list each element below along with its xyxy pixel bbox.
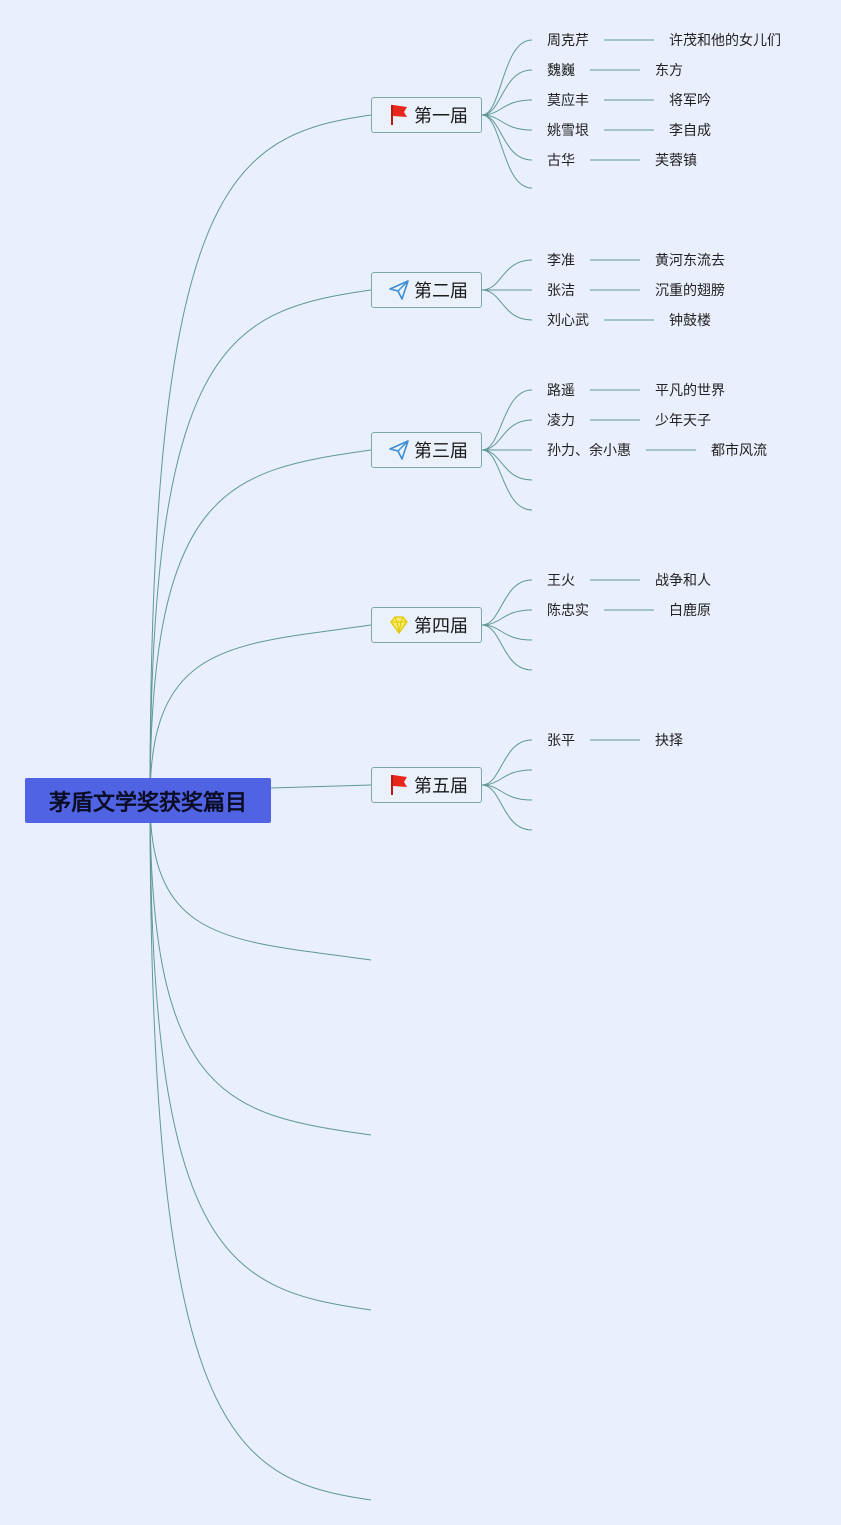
author-label[interactable]: 陈忠实 (547, 603, 589, 619)
root-to-empty-branch-connector (149, 799, 372, 1501)
branch-to-leaf-connector (481, 769, 533, 786)
branch-label: 第三届 (414, 441, 468, 462)
branch-label: 第四届 (414, 616, 468, 637)
work-label[interactable]: 黄河东流去 (655, 253, 725, 269)
branch-to-leaf-connector (481, 624, 533, 641)
work-label[interactable]: 李自成 (669, 123, 711, 139)
red-flag-icon (388, 774, 410, 796)
work-label[interactable]: 平凡的世界 (655, 383, 725, 399)
branch-node-3[interactable]: 第三届 (371, 432, 482, 468)
branch-to-leaf-connector (481, 114, 533, 131)
branch-to-leaf-connector (481, 69, 533, 116)
branch-to-leaf-connector (481, 259, 533, 291)
branch-to-leaf-connector (481, 579, 533, 626)
work-label[interactable]: 许茂和他的女儿们 (669, 33, 781, 49)
branch-to-leaf-connector (481, 784, 533, 831)
paper-plane-icon (388, 279, 410, 301)
root-to-branch-connector (149, 289, 372, 801)
branch-to-leaf-connector (481, 114, 533, 189)
branch-label: 第一届 (414, 106, 468, 127)
author-label[interactable]: 莫应丰 (547, 93, 589, 109)
author-label[interactable]: 周克芹 (547, 33, 589, 49)
root-to-branch-connector (149, 624, 372, 801)
work-label[interactable]: 沉重的翅膀 (655, 283, 725, 299)
work-label[interactable]: 钟鼓楼 (669, 313, 711, 329)
author-label[interactable]: 姚雪垠 (547, 123, 589, 139)
work-label[interactable]: 抉择 (655, 733, 683, 749)
author-label[interactable]: 路遥 (547, 383, 575, 399)
branch-to-leaf-connector (481, 784, 533, 801)
branch-to-leaf-connector (481, 449, 533, 481)
red-flag-icon (388, 104, 410, 126)
author-label[interactable]: 凌力 (547, 413, 575, 429)
branch-to-leaf-connector (481, 99, 533, 116)
branch-to-leaf-connector (481, 39, 533, 116)
branch-node-1[interactable]: 第一届 (371, 97, 482, 133)
branch-to-leaf-connector (481, 449, 533, 511)
branch-node-5[interactable]: 第五届 (371, 767, 482, 803)
branch-node-2[interactable]: 第二届 (371, 272, 482, 308)
author-label[interactable]: 张洁 (547, 283, 575, 299)
root-to-empty-branch-connector (149, 799, 372, 961)
author-label[interactable]: 张平 (547, 733, 575, 749)
branch-to-leaf-connector (481, 289, 533, 321)
root-to-branch-connector (270, 784, 372, 789)
work-label[interactable]: 都市风流 (711, 443, 767, 459)
root-to-branch-connector (149, 449, 372, 801)
branch-to-leaf-connector (481, 609, 533, 626)
author-label[interactable]: 刘心武 (547, 313, 589, 329)
author-label[interactable]: 古华 (547, 153, 575, 169)
work-label[interactable]: 芙蓉镇 (655, 153, 697, 169)
author-label[interactable]: 李准 (547, 253, 575, 269)
work-label[interactable]: 东方 (655, 63, 683, 79)
work-label[interactable]: 战争和人 (655, 573, 711, 589)
root-node[interactable]: 茅盾文学奖获奖篇目 (25, 778, 271, 823)
diamond-icon (388, 614, 410, 636)
branch-to-leaf-connector (481, 389, 533, 451)
work-label[interactable]: 将军吟 (669, 93, 711, 109)
root-to-empty-branch-connector (149, 799, 372, 1136)
author-label[interactable]: 孙力、余小惠 (547, 443, 631, 459)
author-label[interactable]: 魏巍 (547, 63, 575, 79)
branch-label: 第二届 (414, 281, 468, 302)
root-to-empty-branch-connector (149, 799, 372, 1311)
branch-to-leaf-connector (481, 739, 533, 786)
root-to-branch-connector (149, 114, 372, 801)
branch-to-leaf-connector (481, 419, 533, 451)
author-label[interactable]: 王火 (547, 573, 575, 589)
work-label[interactable]: 白鹿原 (669, 603, 711, 619)
root-label: 茅盾文学奖获奖篇目 (48, 790, 247, 816)
branch-to-leaf-connector (481, 114, 533, 161)
branch-label: 第五届 (414, 776, 468, 797)
branch-node-4[interactable]: 第四届 (371, 607, 482, 643)
paper-plane-icon (388, 439, 410, 461)
work-label[interactable]: 少年天子 (655, 413, 711, 429)
branch-to-leaf-connector (481, 624, 533, 671)
